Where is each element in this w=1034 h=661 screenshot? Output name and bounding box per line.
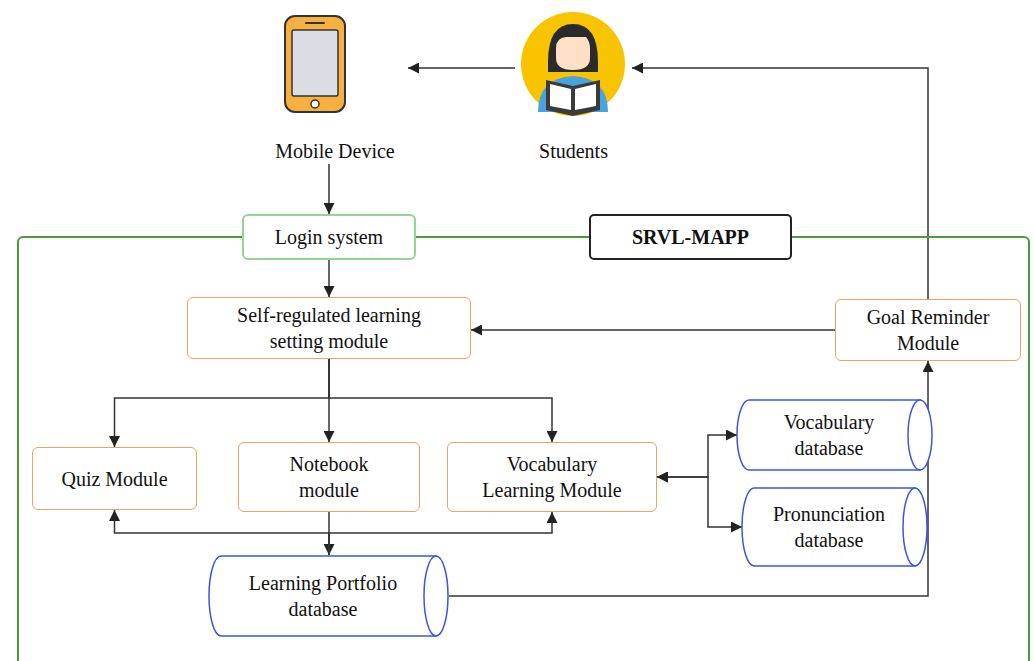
cylinder-outline (209, 555, 449, 637)
student-badge (521, 12, 625, 116)
phone-body (285, 16, 345, 112)
cylinder-outline (737, 399, 933, 471)
system-frame: Login systemSelf-regulated learning sett… (17, 236, 1030, 661)
module-box: Quiz Module (32, 447, 197, 510)
device-icon-node: Mobile Device (262, 12, 408, 164)
connector-arrow (328, 260, 330, 297)
student-icon-node: Students (515, 12, 632, 164)
node-label: Goal Reminder Module (848, 304, 1008, 356)
connector-arrow (329, 512, 552, 555)
node-label: Mobile Device (275, 138, 394, 164)
connector-arrow (115, 510, 330, 555)
cylinder-end (903, 488, 927, 566)
connector-arrow (657, 435, 737, 477)
connector-arrow (632, 68, 928, 299)
student-hair (548, 24, 598, 72)
student-icon (521, 12, 625, 116)
database-cylinder: Vocabulary database (737, 399, 933, 471)
connector-arrow (471, 329, 835, 331)
node-label: Learning Portfolio database (236, 570, 411, 622)
database-cylinder: Learning Portfolio database (209, 555, 449, 637)
module-box: Notebook module (238, 442, 420, 512)
connector-arrow (408, 67, 515, 69)
login-box: Login system (242, 214, 416, 260)
cylinder-end (908, 400, 932, 470)
connector-arrow (328, 164, 330, 214)
module-box: Goal Reminder Module (835, 299, 1021, 361)
node-label: Self-regulated learning setting module (214, 302, 444, 354)
cylinder-body (742, 488, 916, 566)
phone-icon (285, 16, 345, 112)
cylinder-body (209, 556, 437, 636)
module-box: Vocabulary Learning Module (447, 442, 657, 512)
book-pages (550, 84, 596, 110)
database-cylinder: Pronunciation database (742, 487, 928, 567)
student-book (546, 80, 600, 116)
phone-screen (292, 30, 338, 96)
phone-button (311, 100, 319, 108)
cylinder-outline (742, 487, 928, 567)
connector-arrow (115, 359, 330, 447)
node-label: Quiz Module (61, 466, 167, 492)
phone-speaker (306, 22, 324, 24)
node-label: Vocabulary database (767, 409, 892, 461)
module-box: Self-regulated learning setting module (187, 297, 471, 359)
cylinder-body (737, 400, 921, 470)
node-label: Pronunciation database (762, 501, 897, 553)
node-label: Vocabulary Learning Module (472, 451, 632, 503)
system-title: SRVL-MAPP (589, 214, 792, 260)
node-label: Notebook module (274, 451, 384, 503)
node-label: Students (539, 138, 608, 164)
cylinder-end (424, 556, 448, 636)
connector-arrow (657, 477, 742, 527)
student-face (556, 37, 590, 70)
node-label: Login system (275, 224, 383, 250)
connector-arrow (329, 359, 552, 442)
